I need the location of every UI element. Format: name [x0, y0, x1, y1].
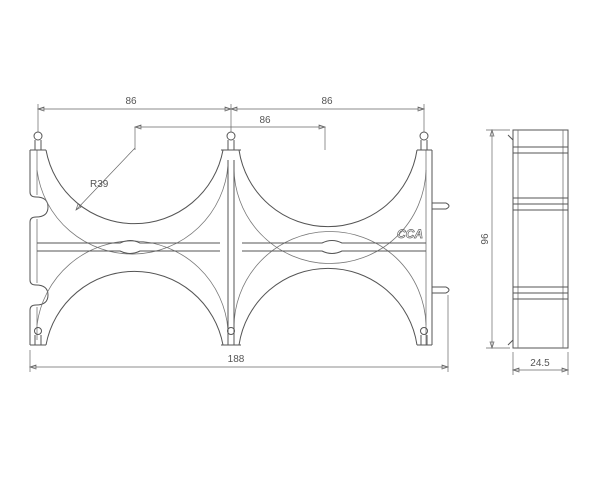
front-view: CCA [29, 131, 450, 346]
upper-cradle-left-inner [36, 164, 229, 255]
lower-cradle-left [45, 270, 224, 346]
top-post-right [417, 131, 432, 151]
upper-cradle-right [238, 149, 418, 228]
dim-height: 96 [480, 233, 491, 245]
left-edge [29, 150, 49, 345]
center-vertical-rib [227, 160, 235, 335]
bottom-post-left [30, 327, 46, 346]
dim-radius: R39 [90, 179, 109, 190]
cca-logo: CCA [397, 227, 423, 241]
bottom-post-middle [221, 327, 241, 346]
side-band-lower [513, 286, 568, 300]
center-rib-bottom [37, 250, 426, 254]
bottom-post-right [417, 327, 432, 346]
side-dimensions: 96 24.5 [480, 128, 570, 375]
side-band-top [513, 146, 568, 154]
dim-depth: 24.5 [530, 358, 550, 369]
dim-overall-width: 188 [228, 354, 245, 365]
lower-cradle-right [238, 267, 418, 346]
dim-top-right-pitch: 86 [321, 96, 333, 107]
right-pin-upper [432, 202, 450, 210]
right-pin-lower [432, 286, 450, 294]
side-band-upper [513, 197, 568, 211]
upper-cradle-left [45, 149, 224, 225]
lower-cradle-right-inner [233, 231, 427, 331]
front-dimensions: 86 86 86 R39 188 [28, 96, 450, 372]
side-outline [512, 129, 569, 349]
top-post-left [30, 131, 46, 151]
dim-top-left-pitch: 86 [125, 96, 137, 107]
center-rib-top [37, 240, 426, 244]
top-post-middle [221, 131, 241, 151]
upper-cradle-right-inner [233, 164, 427, 264]
dim-center-offset: 86 [259, 115, 271, 126]
side-view [507, 129, 569, 349]
